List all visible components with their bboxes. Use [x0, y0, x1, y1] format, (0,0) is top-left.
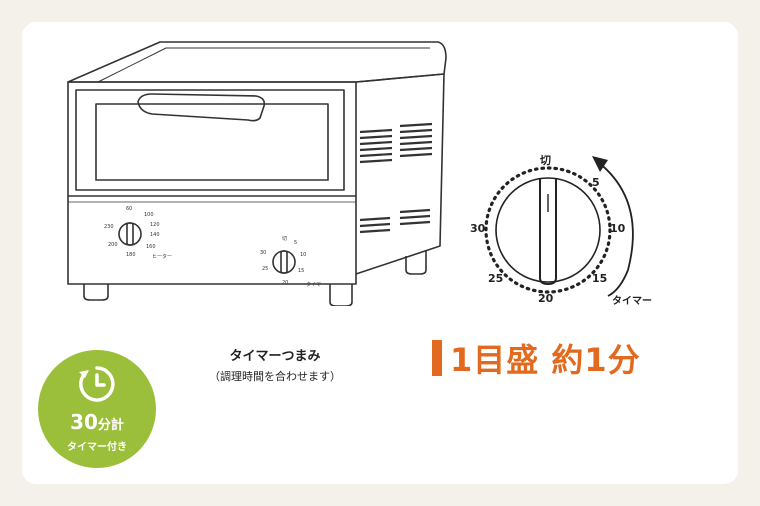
badge-unit: 分計 — [97, 418, 124, 433]
toaster-oven-illustration: 60 100 120 140 160 180 200 230 ヒーター 切 5 … — [67, 41, 447, 306]
heater-tick-60: 60 — [126, 206, 132, 212]
heater-tick-100: 100 — [144, 212, 154, 218]
headline-accent-bar — [432, 340, 442, 376]
timer-knob-illustration: 切 5 10 15 20 25 30 タイマー — [470, 154, 652, 307]
knob-mark-30: 30 — [470, 222, 486, 235]
headline: 1目盛 約1分 — [432, 336, 641, 380]
timer-tick-25: 25 — [262, 266, 268, 272]
heater-tick-160: 160 — [146, 244, 156, 250]
clock-icon — [79, 366, 115, 402]
knob-mark-20: 20 — [538, 292, 554, 305]
timer-tick-off: 切 — [282, 235, 287, 242]
heater-tick-230: 230 — [104, 224, 114, 230]
knob-mark-5: 5 — [592, 176, 600, 189]
heater-tick-120: 120 — [150, 222, 160, 228]
knob-mark-off: 切 — [540, 154, 551, 167]
timer-badge: 30分計 タイマー付き — [38, 350, 156, 468]
timer-tick-10: 10 — [300, 252, 306, 258]
knob-mark-10: 10 — [610, 222, 626, 235]
caption-title: タイマーつまみ — [229, 349, 321, 364]
badge-subtitle: タイマー付き — [67, 442, 127, 453]
headline-text: 1目盛 約1分 — [450, 341, 641, 379]
heater-tick-200: 200 — [108, 242, 118, 248]
badge-number: 30 — [70, 410, 98, 434]
timer-tick-5: 5 — [294, 240, 297, 246]
heater-tick-140: 140 — [150, 232, 160, 238]
heater-label: ヒーター — [152, 253, 172, 260]
knob-arrow-label: タイマー — [612, 295, 652, 307]
timer-tick-20: 20 — [282, 280, 288, 286]
heater-tick-180: 180 — [126, 252, 136, 258]
timer-tick-15: 15 — [298, 268, 304, 274]
caption-subtitle: （調理時間を合わせます） — [209, 370, 341, 383]
knob-mark-25: 25 — [488, 272, 503, 285]
timer-label: タイマー — [306, 281, 326, 288]
timer-tick-30: 30 — [260, 250, 266, 256]
badge-value: 30分計 — [38, 410, 156, 434]
knob-mark-15: 15 — [592, 272, 607, 285]
